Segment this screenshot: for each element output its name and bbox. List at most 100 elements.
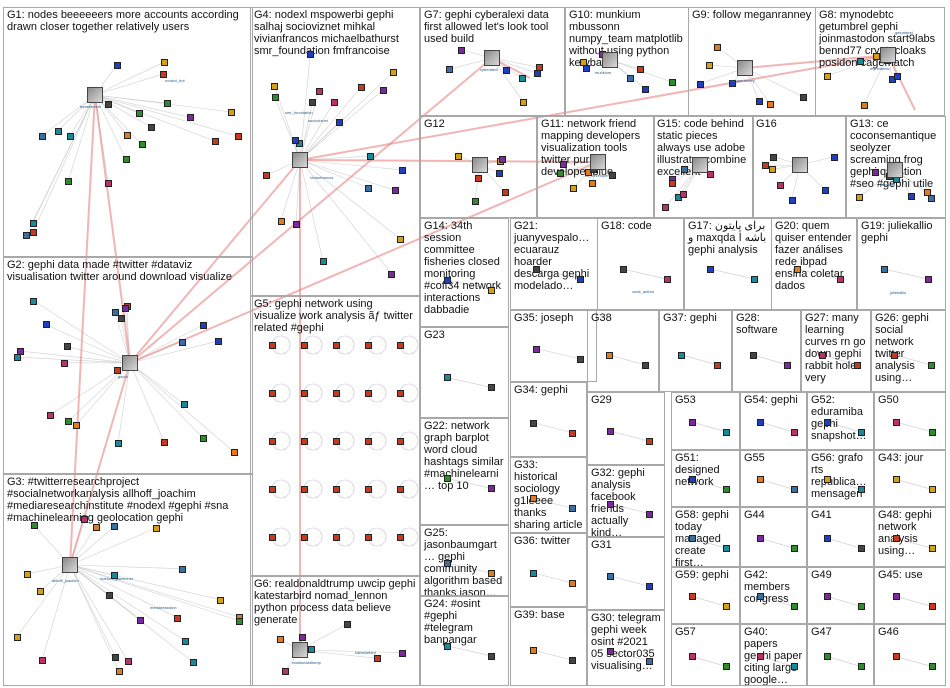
user-node xyxy=(301,438,308,445)
hub-avatar-node xyxy=(602,52,618,68)
user-node xyxy=(307,646,315,654)
group-label: G35: joseph xyxy=(514,312,574,324)
node-label: code_author xyxy=(632,289,655,294)
user-node xyxy=(269,486,276,493)
user-node xyxy=(30,522,38,530)
user-node xyxy=(637,65,645,73)
user-node xyxy=(309,99,317,107)
user-node xyxy=(65,178,73,186)
user-node xyxy=(397,534,404,541)
hub-avatar-node xyxy=(792,157,808,173)
hub-avatar-node xyxy=(62,557,78,573)
hub-avatar-node xyxy=(737,60,753,76)
user-node xyxy=(364,184,372,192)
user-node xyxy=(714,44,722,52)
user-node xyxy=(443,276,451,284)
user-node xyxy=(271,82,279,90)
group-label: G37: gephi xyxy=(663,312,717,324)
group-label: G50 xyxy=(878,394,899,406)
user-node xyxy=(857,663,865,671)
user-node xyxy=(824,418,832,426)
user-node xyxy=(582,64,590,72)
user-node xyxy=(488,286,496,294)
user-node xyxy=(104,100,112,108)
user-node xyxy=(668,180,676,188)
user-node xyxy=(784,361,792,369)
group-panel-g31: G31 xyxy=(587,537,665,610)
user-node xyxy=(13,354,21,362)
user-node xyxy=(800,94,808,102)
user-node xyxy=(365,534,372,541)
user-node xyxy=(697,80,705,88)
user-node xyxy=(282,668,290,676)
user-node xyxy=(857,486,865,494)
user-node xyxy=(688,418,696,426)
user-node xyxy=(277,636,285,644)
user-node xyxy=(235,617,243,625)
user-node xyxy=(857,603,865,611)
user-node xyxy=(115,439,123,447)
group-label: G30: telegram gephi week osint #2021 05 … xyxy=(591,612,664,672)
user-node xyxy=(111,523,119,531)
group-label: G22: network graph barplot word cloud ha… xyxy=(424,420,507,492)
user-node xyxy=(675,194,683,202)
user-node xyxy=(707,170,715,178)
user-node xyxy=(688,476,696,484)
user-node xyxy=(607,573,615,581)
user-node xyxy=(707,266,715,274)
user-node xyxy=(54,127,62,135)
user-node xyxy=(333,342,340,349)
group-label: G44 xyxy=(744,509,765,521)
hub-avatar-node xyxy=(590,154,606,170)
user-node xyxy=(135,110,143,118)
user-node xyxy=(890,351,898,359)
group-label: G29 xyxy=(591,394,612,406)
user-node xyxy=(397,342,404,349)
user-node xyxy=(723,486,731,494)
user-node xyxy=(824,593,832,601)
user-node xyxy=(112,653,120,661)
user-node xyxy=(93,523,101,531)
user-node xyxy=(365,486,372,493)
group-panel-g3: G3: #twitterresearchproject #socialnetwo… xyxy=(3,474,253,686)
group-panel-g40: G40: papers gephi paper citing large goo… xyxy=(740,624,807,686)
group-label: G16 xyxy=(756,118,777,130)
group-label: G38 xyxy=(591,312,612,324)
user-node xyxy=(568,579,576,587)
user-node xyxy=(641,361,649,369)
user-node xyxy=(174,614,182,622)
user-node xyxy=(42,321,50,329)
user-node xyxy=(880,266,888,274)
group-label: G28: software xyxy=(736,312,778,336)
group-panel-g7: G7: gephi cyberalexi data first allowed … xyxy=(420,7,565,116)
user-node xyxy=(299,634,307,642)
user-node xyxy=(892,476,900,484)
user-node xyxy=(928,486,936,494)
group-panel-g53: G53 xyxy=(671,392,740,450)
group-panel-g10: G10: munkium mbussonn numpy_team matplot… xyxy=(565,7,689,116)
user-node xyxy=(391,187,399,195)
group-label: G17: برای پایتون و maxqda باشه ا gephi a… xyxy=(688,220,770,256)
user-node xyxy=(688,653,696,661)
group-label: G7: gephi cyberalexi data first allowed … xyxy=(424,9,552,45)
user-node xyxy=(928,603,936,611)
user-node xyxy=(315,87,323,95)
user-node xyxy=(307,50,315,58)
user-node xyxy=(153,524,161,532)
group-panel-g17: G17: برای پایتون و maxqda باشه ا gephi a… xyxy=(684,218,772,310)
group-panel-g5: G5: gephi network using visualize work a… xyxy=(250,296,420,576)
user-node xyxy=(821,187,829,195)
group-label: G54: gephi xyxy=(744,394,798,406)
node-label: realdonaldtrump xyxy=(292,660,321,665)
user-node xyxy=(681,165,689,173)
user-node xyxy=(819,351,826,359)
user-node xyxy=(533,266,541,274)
user-node xyxy=(723,603,731,611)
user-node xyxy=(488,384,496,392)
user-node xyxy=(830,153,838,161)
group-label: G26: gephi social network twitter analys… xyxy=(875,312,929,384)
group-panel-g54: G54: gephi xyxy=(740,392,807,450)
group-panel-g33: G33: historical sociology g1leeee thanks… xyxy=(510,457,587,533)
group-panel-g25: G25: jasonbaumgart… gephi community algo… xyxy=(420,525,509,596)
user-node xyxy=(388,270,396,278)
